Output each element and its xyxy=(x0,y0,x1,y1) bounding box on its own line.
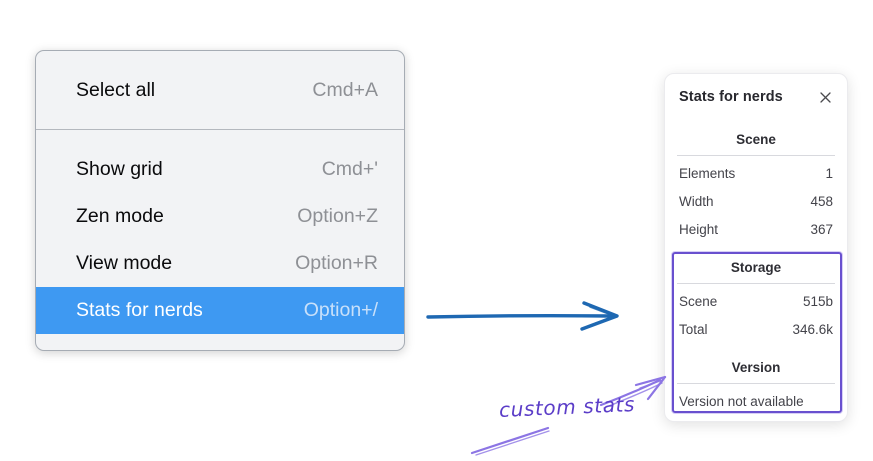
menu-item-stats-for-nerds[interactable]: Stats for nerds Option+/ xyxy=(36,287,404,334)
stat-row-height: Height 367 xyxy=(665,216,847,244)
stats-panel-header: Stats for nerds xyxy=(665,87,847,107)
menu-item-show-grid[interactable]: Show grid Cmd+' xyxy=(36,146,404,193)
close-button[interactable] xyxy=(816,88,834,106)
menu-item-shortcut: Option+Z xyxy=(297,205,378,227)
stat-label: Elements xyxy=(679,166,736,181)
stat-value: 515b xyxy=(802,294,833,309)
stat-row-storage-scene: Scene 515b xyxy=(665,288,847,316)
version-note: Version not available xyxy=(679,394,804,409)
menu-group-view-options: Show grid Cmd+' Zen mode Option+Z View m… xyxy=(36,146,404,334)
stat-label: Height xyxy=(679,222,719,237)
divider xyxy=(677,283,835,284)
menu-item-select-all[interactable]: Select all Cmd+A xyxy=(36,67,404,114)
menu-item-label: Select all xyxy=(76,79,156,101)
stat-label: Total xyxy=(679,322,708,337)
stats-panel: Stats for nerds Scene Elements 1 Width 4… xyxy=(664,73,848,422)
stat-label: Scene xyxy=(679,294,718,309)
menu-item-shortcut: Cmd+A xyxy=(312,79,378,101)
stat-value: 458 xyxy=(810,194,833,209)
menu-group-top: Select all Cmd+A xyxy=(36,67,404,130)
stat-row-storage-total: Total 346.6k xyxy=(665,316,847,344)
x-icon xyxy=(819,91,832,104)
menu-item-label: View mode xyxy=(76,252,173,274)
section-heading-version: Version xyxy=(731,360,781,375)
stat-row-elements: Elements 1 xyxy=(665,160,847,188)
divider xyxy=(677,155,835,156)
menu-item-label: Show grid xyxy=(76,158,163,180)
menu-item-shortcut: Option+/ xyxy=(303,299,378,321)
stat-value: 367 xyxy=(810,222,833,237)
purple-arrow-tail xyxy=(470,426,550,456)
menu-item-zen-mode[interactable]: Zen mode Option+Z xyxy=(36,193,404,240)
menu-item-shortcut: Cmd+' xyxy=(321,158,378,180)
stat-value: 1 xyxy=(825,166,833,181)
divider xyxy=(677,383,835,384)
annotation-custom-stats-label: custom stats xyxy=(498,392,636,422)
menu-item-shortcut: Option+R xyxy=(295,252,378,274)
blue-arrow xyxy=(426,301,619,331)
menu-item-label: Zen mode xyxy=(76,205,164,227)
menu-item-label: Stats for nerds xyxy=(76,299,203,321)
context-menu: Select all Cmd+A Show grid Cmd+' Zen mod… xyxy=(35,50,405,351)
stats-panel-title: Stats for nerds xyxy=(679,89,783,105)
stat-value: 346.6k xyxy=(792,322,833,337)
section-heading-storage: Storage xyxy=(730,260,782,275)
stat-label: Width xyxy=(679,194,714,209)
menu-item-view-mode[interactable]: View mode Option+R xyxy=(36,240,404,287)
stat-row-width: Width 458 xyxy=(665,188,847,216)
section-heading-scene: Scene xyxy=(736,132,776,147)
